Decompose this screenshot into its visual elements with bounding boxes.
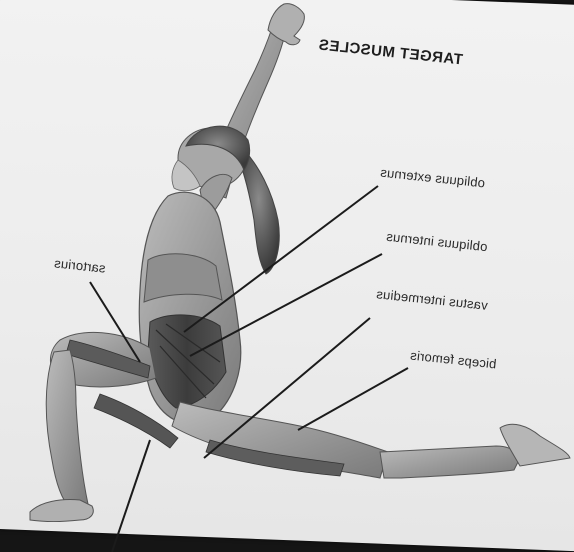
leader-obliquus-externus bbox=[183, 185, 379, 333]
hand bbox=[267, 3, 305, 46]
vastus-muscle bbox=[93, 393, 179, 449]
leader-vastus-intermedius bbox=[203, 317, 371, 459]
sports-top bbox=[143, 253, 223, 303]
leader-obliquus-internus bbox=[189, 253, 383, 357]
leader-bottom bbox=[111, 439, 151, 552]
rear-shin bbox=[379, 445, 521, 479]
leader-biceps-femoris bbox=[297, 367, 409, 431]
front-foot bbox=[29, 499, 94, 522]
hair-cap bbox=[185, 125, 251, 172]
rear-foot bbox=[499, 423, 571, 467]
sartorius-muscle bbox=[65, 339, 151, 379]
leader-sartorius bbox=[89, 281, 141, 363]
face bbox=[171, 159, 201, 192]
biceps-femoris-muscle bbox=[205, 439, 345, 477]
oblique-muscle-group bbox=[147, 314, 227, 409]
ponytail bbox=[237, 149, 280, 275]
